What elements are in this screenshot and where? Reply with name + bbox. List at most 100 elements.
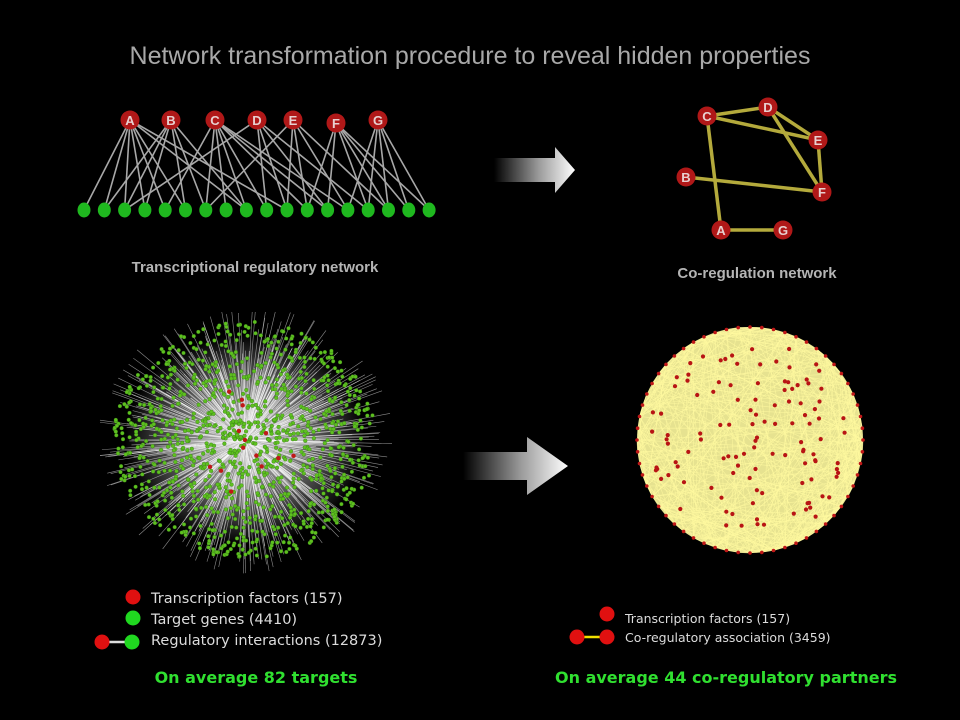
regulatory-edge	[367, 119, 379, 211]
coreg-node-d: D	[758, 97, 778, 117]
tf-node-label: C	[210, 113, 220, 128]
coreg-node-label: G	[778, 223, 788, 238]
coregulation-network-small: A B C D E F G	[676, 97, 832, 240]
coreg-node-c: C	[697, 106, 717, 126]
coreg-node-label: F	[818, 185, 826, 200]
target-gene-node	[382, 202, 395, 218]
tf-node-e: E	[283, 110, 303, 130]
regulatory-edge	[377, 119, 410, 211]
target-gene-node	[361, 202, 375, 218]
tf-nodes: A B C D E F G	[120, 110, 388, 133]
coreg-node-label: B	[681, 170, 690, 185]
tf-node-label: B	[166, 113, 175, 128]
regulatory-edge	[214, 119, 248, 211]
target-gene-node	[300, 202, 314, 218]
target-gene-node	[422, 202, 436, 218]
regulatory-edge	[83, 119, 131, 211]
legend-left: Transcription factors (157) Target genes…	[94, 589, 382, 687]
regulatory-edge	[214, 119, 268, 211]
coregulation-edge	[706, 105, 769, 118]
target-gene-node	[179, 202, 192, 218]
legend-item-tf: Transcription factors (157)	[150, 591, 343, 607]
coreg-node-label: C	[702, 109, 712, 124]
legend-right: Transcription factors (157) Co-regulator…	[555, 606, 897, 687]
summary-partners: On average 44 co-regulatory partners	[555, 668, 897, 687]
coreg-legend-icon	[569, 629, 585, 645]
target-gene-node	[280, 202, 294, 218]
regulatory-edge	[306, 122, 337, 211]
regulatory-edge	[377, 119, 430, 211]
regulatory-edge	[292, 119, 309, 211]
arrow-right-icon	[494, 147, 575, 193]
tf-node-label: G	[373, 113, 383, 128]
regulatory-edge	[144, 119, 172, 211]
target-gene-node	[77, 202, 91, 218]
target-gene-node	[118, 202, 132, 218]
coregulation-edge	[767, 105, 819, 142]
tf-node-cloud	[635, 325, 865, 555]
regulatory-edge	[123, 119, 131, 211]
regulatory-edge	[377, 119, 390, 211]
target-gene-node	[321, 202, 335, 218]
tf-node-c: C	[205, 110, 225, 130]
regulatory-edge	[170, 119, 187, 211]
target-gene-node	[158, 202, 172, 218]
coreg-node-b: B	[676, 167, 696, 187]
regulatory-edge	[292, 119, 390, 211]
regulatory-edge	[124, 119, 258, 211]
legend-item-interactions: Regulatory interactions (12873)	[151, 633, 382, 649]
regulatory-edge	[103, 119, 131, 211]
gene-node-cloud	[112, 319, 375, 559]
regulatory-network-small: A B C D E F G	[77, 110, 436, 218]
regulatory-edge	[170, 119, 207, 211]
coregulation-edge	[685, 175, 823, 194]
coreg-node-label: E	[814, 133, 823, 148]
tf-node-f: F	[326, 113, 346, 133]
legend-item-tf: Transcription factors (157)	[624, 611, 790, 626]
tf-node-b: B	[161, 110, 181, 130]
coreg-node-f: F	[812, 182, 832, 202]
tf-node-a: A	[120, 110, 140, 130]
target-gene-node	[97, 202, 111, 218]
target-gene-node	[239, 202, 253, 218]
regulatory-edge	[256, 119, 268, 211]
coregulatory-association-lines	[636, 326, 864, 554]
regulatory-edge	[170, 119, 248, 211]
interaction-legend-icon	[94, 634, 110, 650]
tf-node-label: E	[289, 113, 298, 128]
target-gene-node	[138, 202, 152, 218]
regulatory-edge	[335, 122, 430, 211]
tf-node-g: G	[368, 110, 388, 130]
target-gene-node	[341, 202, 355, 218]
coregulation-nodes: A B C D E F G	[676, 97, 832, 240]
target-legend-icon	[125, 610, 141, 626]
coreg-node-a: A	[711, 220, 731, 240]
regulatory-edge	[256, 119, 369, 211]
tf-node-label: F	[332, 116, 340, 131]
regulatory-edge	[326, 122, 337, 211]
coreg-node-g: G	[773, 220, 793, 240]
coreg-node-label: A	[716, 223, 726, 238]
regulatory-edge	[205, 119, 294, 211]
coregulation-network-caption: Co-regulation network	[677, 265, 837, 282]
regulatory-edges	[83, 119, 430, 211]
coregulation-edge	[766, 106, 824, 193]
target-gene-node	[402, 202, 416, 218]
tf-node-label: A	[125, 113, 135, 128]
regulatory-edge	[214, 119, 349, 211]
regulatory-edge	[103, 119, 172, 211]
target-gene-nodes	[77, 202, 436, 218]
arrow-right-icon	[463, 437, 568, 495]
coregulation-edge	[706, 114, 819, 142]
regulatory-edge	[123, 119, 172, 211]
page-title: Network transformation procedure to reve…	[130, 42, 811, 70]
tf-node-d: D	[247, 110, 267, 130]
regulatory-edge	[205, 119, 216, 211]
coregulation-network-large	[635, 325, 865, 555]
regulatory-edge	[256, 119, 329, 211]
tf-legend-icon	[125, 589, 141, 605]
tf-node-label: D	[252, 113, 261, 128]
summary-targets: On average 82 targets	[155, 668, 358, 687]
regulatory-network-caption: Transcriptional regulatory network	[132, 259, 379, 276]
